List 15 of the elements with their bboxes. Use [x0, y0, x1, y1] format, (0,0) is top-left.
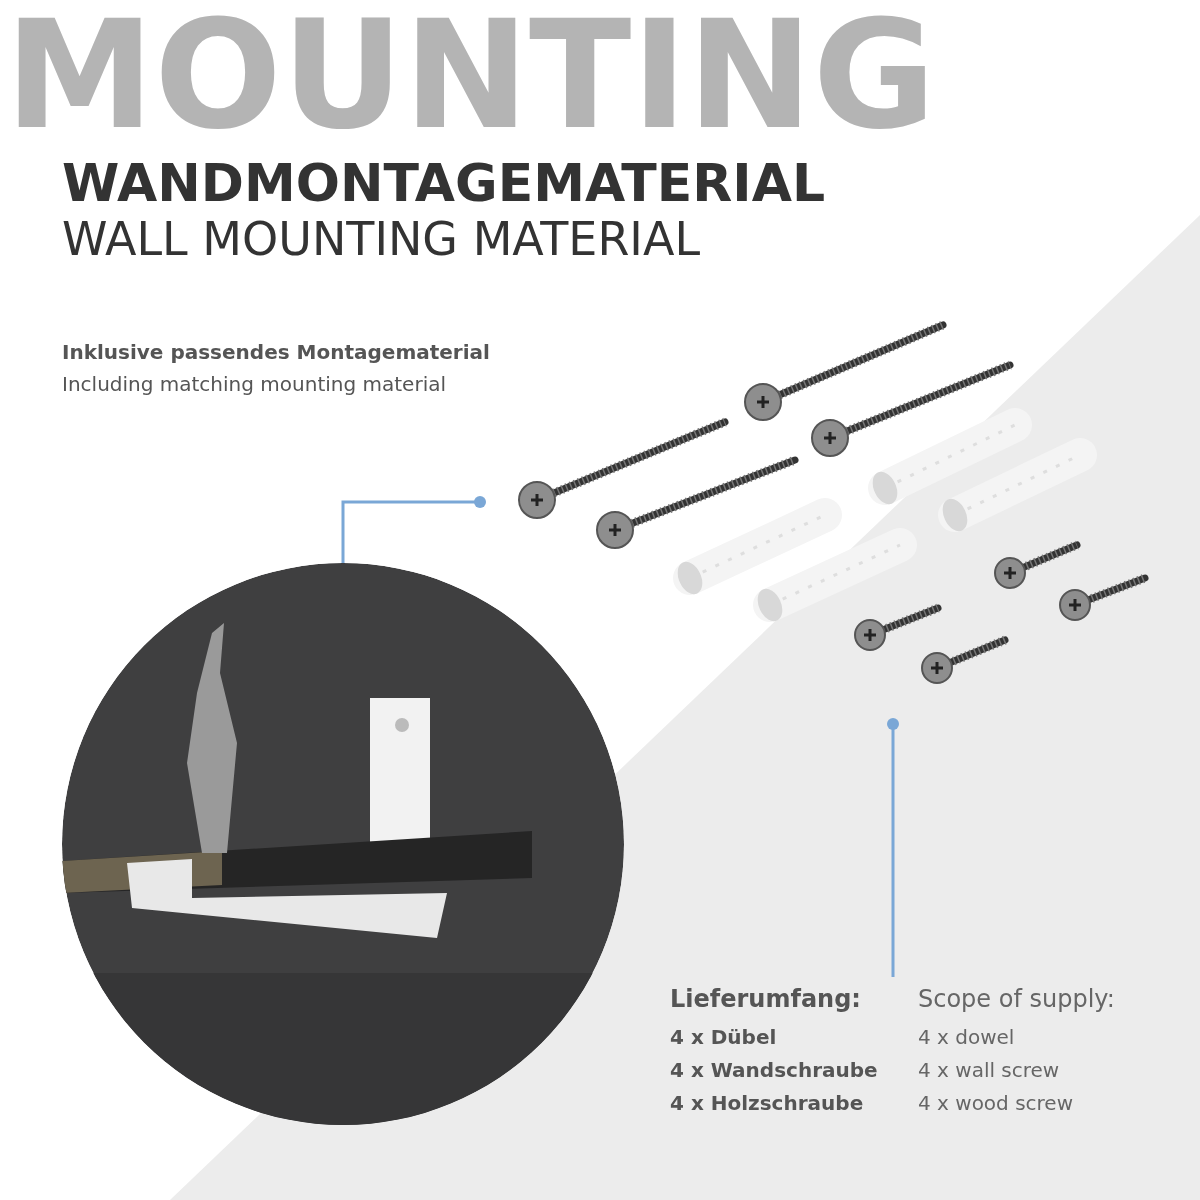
- list-item: 4 x Dübel: [670, 1025, 777, 1049]
- list-item: 4 x Wandschraube: [670, 1058, 878, 1082]
- list-item: 4 x Holzschraube: [670, 1091, 864, 1115]
- leader-line: [887, 718, 899, 977]
- list-heading: Lieferumfang:: [670, 985, 861, 1013]
- intro-text: Including matching mounting material: [62, 372, 446, 396]
- leader-line: [341, 496, 486, 563]
- title: WANDMONTAGEMATERIAL: [62, 152, 825, 215]
- background-word: MOUNTING: [5, 0, 936, 150]
- intro-text: Inklusive passendes Montagematerial: [62, 340, 490, 364]
- list-item: 4 x dowel: [918, 1025, 1015, 1049]
- list-heading: Scope of supply:: [918, 985, 1115, 1013]
- list-item: 4 x wood screw: [918, 1091, 1074, 1115]
- list-item: 4 x wall screw: [918, 1058, 1060, 1082]
- subtitle: WALL MOUNTING MATERIAL: [62, 212, 700, 268]
